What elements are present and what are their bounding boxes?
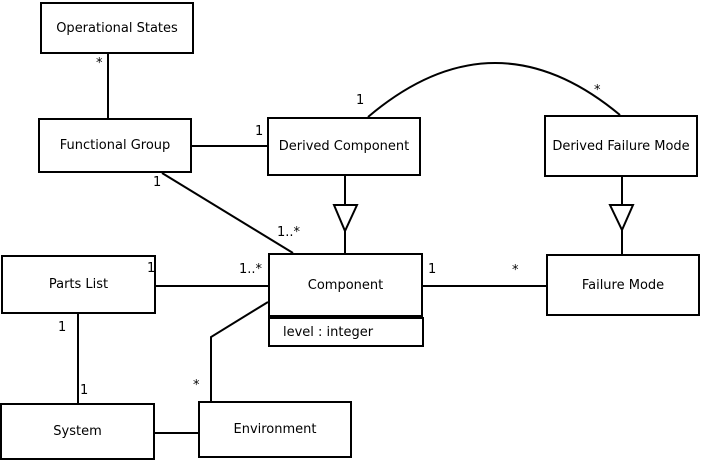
multiplicity-arc-dc-end: 1: [356, 93, 365, 108]
multiplicity-arc-dfm-end: *: [594, 83, 601, 98]
multiplicity-sys-end: 1: [80, 383, 89, 398]
multiplicity-fm-end: *: [512, 263, 519, 278]
multiplicity-comp-end-fg-line: 1..*: [277, 225, 301, 240]
generalization-derived-failure-mode-failure-mode: [608, 177, 635, 254]
class-name-failure-mode: Failure Mode: [581, 277, 665, 293]
class-box-derived-component: Derived Component: [267, 117, 421, 176]
class-box-system: System: [0, 403, 155, 460]
class-name-environment: Environment: [233, 422, 317, 437]
class-name-system: System: [53, 424, 102, 439]
class-attribute-compartment-component: level : integer: [268, 317, 424, 347]
edge-functional-group-component: [161, 172, 294, 254]
class-name-derived-failure-mode: Derived Failure Mode: [552, 138, 690, 154]
class-name-component: Component: [307, 277, 384, 293]
multiplicity-pl-end-sys-line: 1: [58, 320, 67, 335]
class-box-failure-mode: Failure Mode: [546, 254, 700, 316]
class-name-parts-list: Parts List: [48, 277, 109, 292]
generalization-triangle-icon: [332, 204, 359, 234]
multiplicity-env-end: *: [193, 378, 200, 393]
edge-environment-component: [210, 301, 269, 401]
generalization-triangle-icon: [608, 204, 635, 233]
multiplicity-pl-end: 1: [147, 261, 156, 276]
generalization-derived-component-component: [332, 176, 359, 253]
class-box-derived-failure-mode: Derived Failure Mode: [544, 115, 698, 177]
multiplicity-comp-end-pl-line: 1..*: [239, 262, 263, 277]
class-box-component: Component: [268, 253, 423, 317]
multiplicity-comp-end-fm-line: 1: [428, 262, 437, 277]
edge-derived-component-derived-failure-mode-arc: [367, 62, 621, 118]
class-name-functional-group: Functional Group: [59, 138, 171, 153]
multiplicity-os-end: *: [96, 56, 103, 71]
multiplicity-fg-end: 1: [153, 175, 162, 190]
class-box-functional-group: Functional Group: [38, 118, 192, 173]
class-attribute-level: level : integer: [283, 324, 374, 340]
class-name-operational-states: Operational States: [56, 20, 178, 36]
class-box-environment: Environment: [198, 401, 352, 458]
class-box-parts-list: Parts List: [1, 255, 156, 314]
class-name-derived-component: Derived Component: [278, 139, 410, 154]
multiplicity-dc-end-fg-line: 1: [255, 124, 264, 139]
class-box-operational-states: Operational States: [40, 2, 194, 54]
